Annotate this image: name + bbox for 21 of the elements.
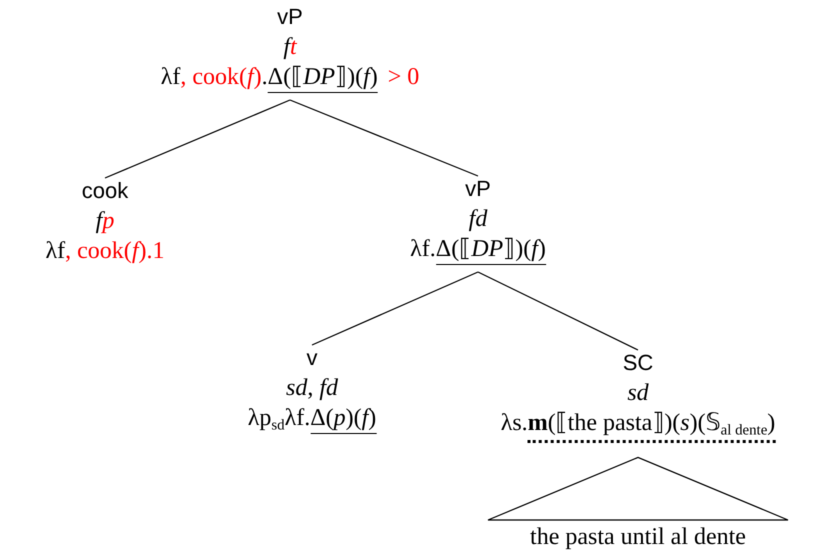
- type-label: fd: [468, 205, 488, 234]
- terminal-label: the pasta until al dente: [530, 523, 746, 552]
- type-label: fp: [96, 207, 114, 236]
- node-label: v: [306, 344, 318, 372]
- tree-branch: [104, 99, 290, 179]
- formula: λf, cook(f).1: [46, 237, 164, 266]
- type-label: sd: [627, 379, 649, 408]
- formula: λp$_{sd}$λf.Δ(p)(f): [248, 404, 376, 436]
- tree-branch: [290, 99, 478, 177]
- subtree-triangle: [487, 456, 789, 521]
- type-label: sd, fd: [286, 374, 338, 403]
- node-label: cook: [82, 177, 128, 205]
- formula: λs.m(⟦the pasta⟧)(s)(𝕊$_{al dente}$): [500, 408, 776, 446]
- type-label: ft: [283, 33, 297, 62]
- tree-branch: [478, 271, 638, 351]
- formula: λf.Δ(⟦DP⟧)(f): [410, 234, 546, 264]
- node-label: vP: [277, 3, 303, 31]
- node-label: vP: [465, 175, 491, 203]
- node-label: SC: [622, 349, 654, 377]
- formula: λf, cook(f).Δ(⟦DP⟧)(f) > 0: [160, 62, 420, 92]
- tree-branch: [312, 271, 478, 346]
